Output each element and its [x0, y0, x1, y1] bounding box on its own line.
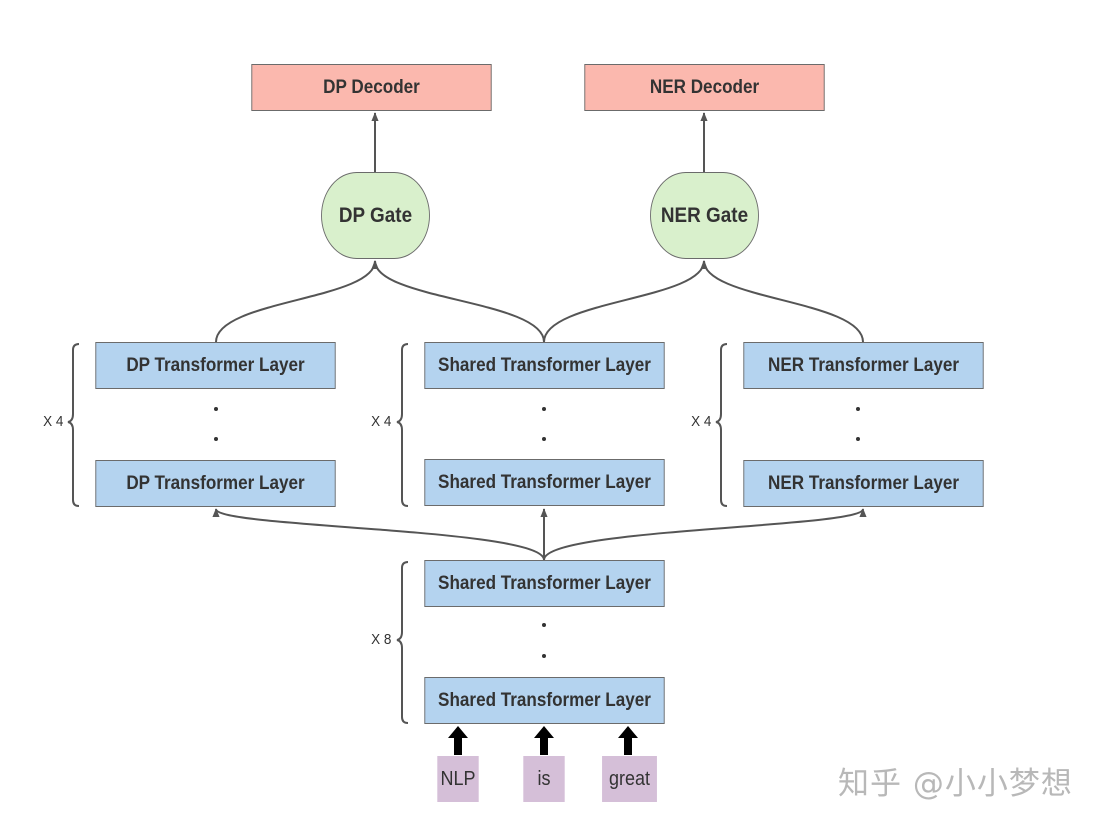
ellipsis-dot [542, 407, 546, 411]
shared-transformer-layer-base-bottom: Shared Transformer Layer [424, 677, 665, 724]
edge-base-to-ner-stack [543, 508, 867, 561]
dp-gate: DP Gate [321, 172, 430, 259]
edge-base-to-dp-stack [212, 508, 545, 561]
shared-task-stack-multiplier: X 4 [371, 413, 392, 430]
edge-dp-stack-to-dp-gate [215, 260, 379, 343]
shared-transformer-layer-task-bottom: Shared Transformer Layer [424, 459, 665, 506]
ner-stack-multiplier: X 4 [691, 413, 712, 430]
ner-gate: NER Gate [650, 172, 759, 259]
ner-decoder: NER Decoder [584, 64, 825, 111]
ellipsis-dot [214, 437, 218, 441]
edge-shared-stack-to-dp-gate [371, 260, 545, 343]
token-arrow-great [618, 726, 638, 755]
brace-shared-task-stack [396, 343, 409, 507]
ellipsis-dot [542, 437, 546, 441]
ner-transformer-layer-bottom: NER Transformer Layer [743, 460, 984, 507]
brace-dp-stack [67, 343, 80, 507]
ellipsis-dot [856, 407, 860, 411]
brace-ner-stack [715, 343, 728, 507]
dp-decoder: DP Decoder [251, 64, 492, 111]
dp-stack-multiplier: X 4 [43, 413, 64, 430]
shared-base-stack-multiplier: X 8 [371, 631, 392, 648]
edge-ner-stack-to-ner-gate [700, 260, 864, 343]
token-nlp: NLP [437, 756, 479, 802]
ellipsis-dot [542, 623, 546, 627]
edge-shared-stack-to-ner-gate [543, 260, 708, 343]
watermark: 知乎 @小小梦想 [838, 766, 1073, 802]
shared-transformer-layer-task-top: Shared Transformer Layer [424, 342, 665, 389]
token-is: is [523, 756, 565, 802]
dp-transformer-layer-bottom: DP Transformer Layer [95, 460, 336, 507]
ellipsis-dot [542, 654, 546, 658]
ner-transformer-layer-top: NER Transformer Layer [743, 342, 984, 389]
ellipsis-dot [856, 437, 860, 441]
token-great: great [602, 756, 657, 802]
token-arrow-nlp [448, 726, 468, 755]
ellipsis-dot [214, 407, 218, 411]
shared-transformer-layer-base-top: Shared Transformer Layer [424, 560, 665, 607]
brace-shared-base-stack [396, 561, 409, 724]
dp-transformer-layer-top: DP Transformer Layer [95, 342, 336, 389]
token-arrow-is [534, 726, 554, 755]
